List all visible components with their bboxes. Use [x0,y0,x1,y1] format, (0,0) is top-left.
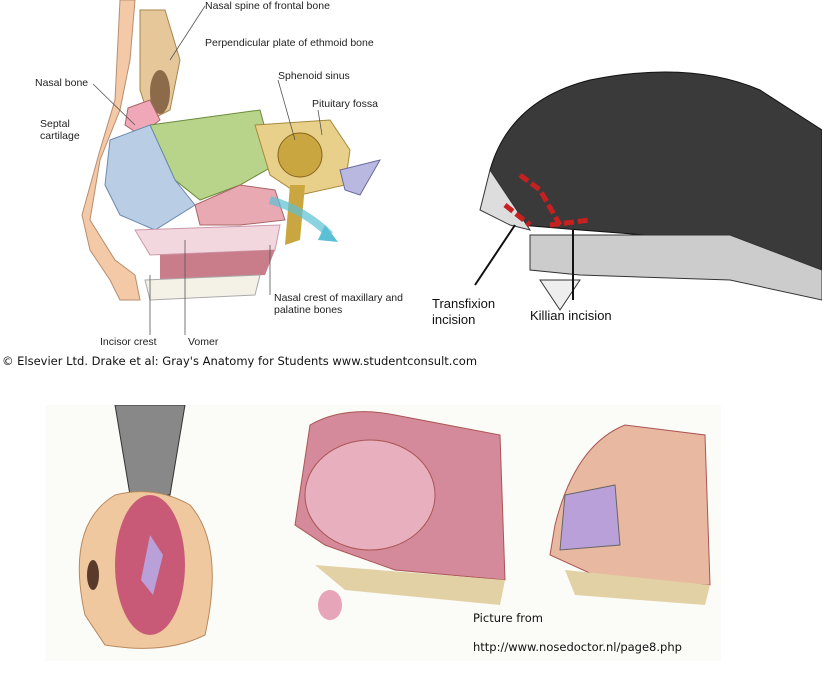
label-nasal-bone: Nasal bone [35,77,89,89]
label-vomer: Vomer [188,336,219,348]
source-label: Picture from [473,611,543,625]
copyright-caption: © Elsevier Ltd. Drake et al: Gray's Anat… [2,354,478,368]
label-sphenoid-sinus: Sphenoid sinus [278,70,350,82]
label-septal-cartilage: Septal cartilage [40,118,80,142]
source-url-link[interactable]: http://www.nosedoctor.nl/page8.php [473,640,682,654]
label-pituitary-fossa: Pituitary fossa [312,98,378,110]
label-nasal-crest: Nasal crest of maxillary and palatine bo… [274,292,403,316]
incision-sketch: Transfixion incision Killian incision [430,40,822,340]
septoplasty-steps-panel: Picture from http://www.nosedoctor.nl/pa… [45,404,721,661]
nasal-septum-anatomy-diagram: Nasal spine of frontal bone Perpendicula… [0,0,440,348]
incision-sketch-illustration [474,71,822,311]
label-transfixion-incision: Transfixion incision [432,296,496,327]
nasal-septum-illustration [81,0,382,335]
label-killian-incision: Killian incision [530,308,612,323]
label-perpendicular-plate: Perpendicular plate of ethmoid bone [205,37,374,49]
label-incisor-crest: Incisor crest [100,336,157,348]
label-nasal-spine: Nasal spine of frontal bone [205,0,330,12]
septoplasty-illustrations [78,404,711,649]
